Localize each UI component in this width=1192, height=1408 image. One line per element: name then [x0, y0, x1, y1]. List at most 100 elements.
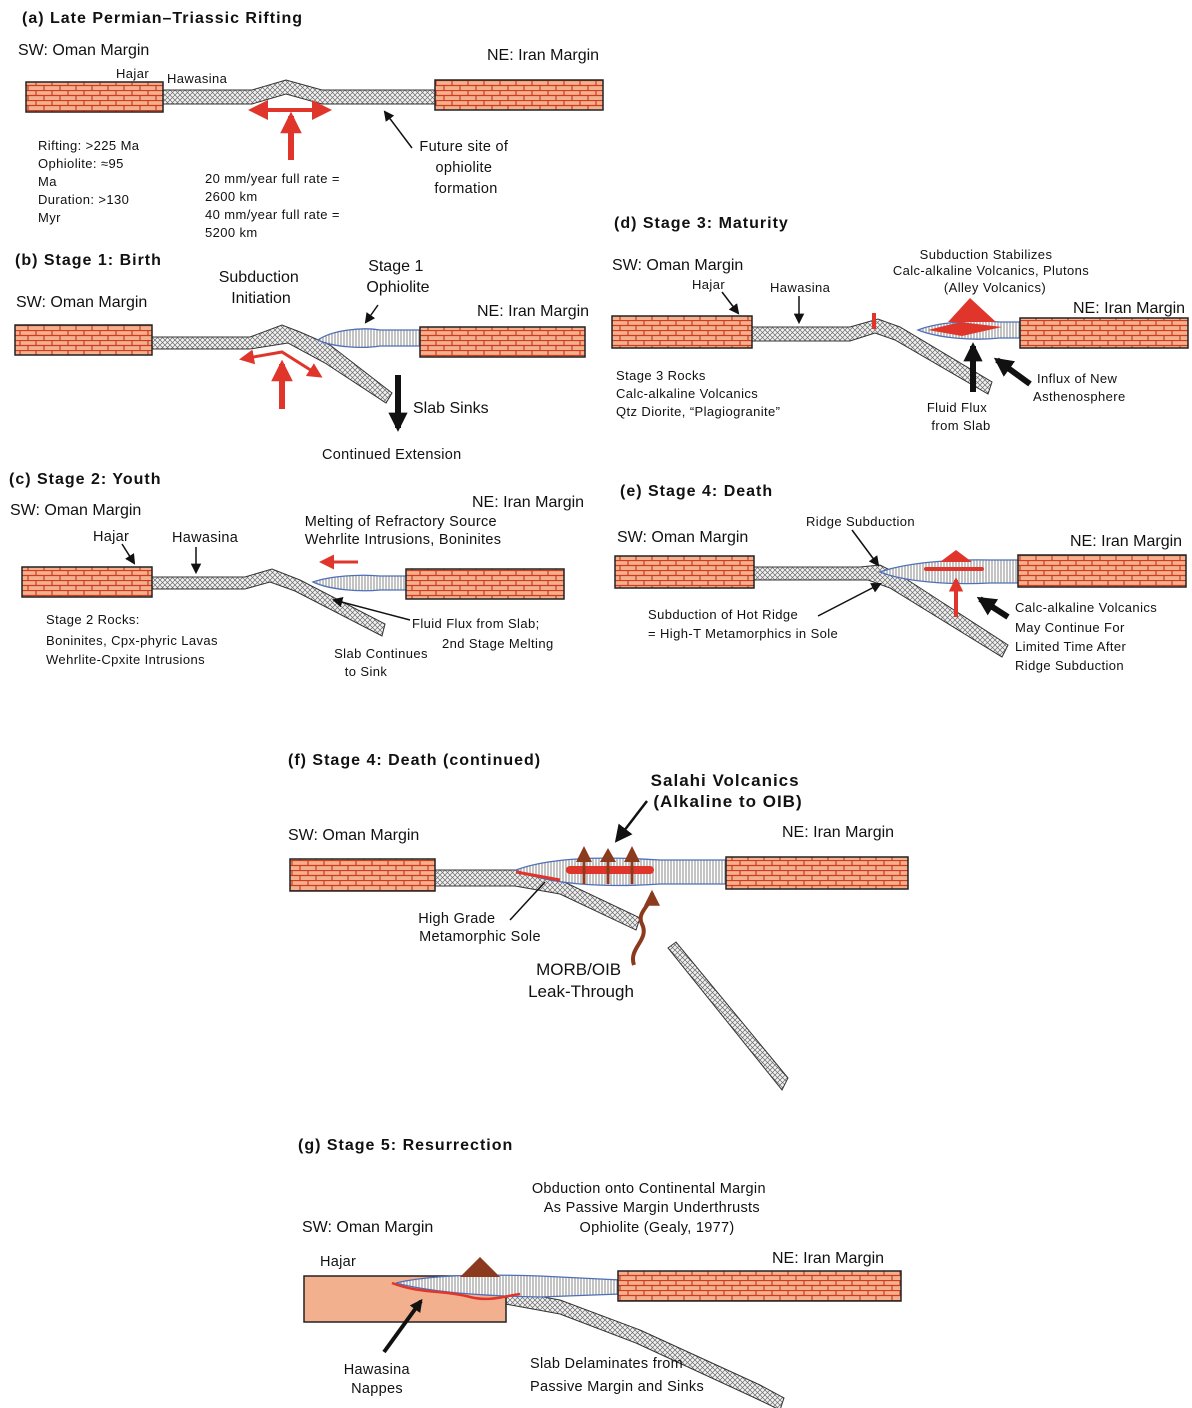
panel-g-seamount	[460, 1257, 500, 1277]
panel-c-iran-margin-block	[405, 568, 565, 600]
panel-e-hot-label: Subduction of Hot Ridge = High-T Metamor…	[648, 607, 838, 641]
panel-c-hajar-label: Hajar	[93, 529, 129, 545]
panel-d-hawasina-label: Hawasina	[770, 280, 831, 295]
panel-f-detached-slab	[667, 941, 789, 1091]
panel-g-delaminating-slab	[504, 1289, 785, 1408]
panel-f-morb-label: MORB/OIB Leak-Through	[528, 960, 634, 1001]
panel-f-metamorphic-sole	[515, 870, 561, 882]
panel-c-sw-label: SW: Oman Margin	[10, 502, 141, 519]
panel-e: (e) Stage 4: Death SW: Oman Margin NE: I…	[614, 483, 1187, 673]
panel-d-ne-label: NE: Iran Margin	[1073, 300, 1185, 317]
panel-b-iran-margin-block	[419, 326, 586, 358]
panel-b-sw-label: SW: Oman Margin	[16, 294, 147, 311]
panel-a-rates: 20 mm/year full rate = 2600 km 40 mm/yea…	[205, 171, 344, 240]
panel-d-sinking-slab	[751, 318, 993, 395]
panel-c-rocks-label: Stage 2 Rocks: Boninites, Cpx-phyric Lav…	[46, 612, 222, 667]
panel-g-hajar-label: Hajar	[320, 1254, 356, 1270]
panel-a-hajar-label: Hajar	[116, 66, 149, 81]
panel-f-leak-through-arrow	[630, 889, 660, 966]
panel-d-stabilizes-label: Subduction Stabilizes Calc-alkaline Volc…	[893, 247, 1093, 295]
panel-f: (f) Stage 4: Death (continued) SW: Oman …	[288, 752, 909, 1091]
panel-c: (c) Stage 2: Youth SW: Oman Margin NE: I…	[9, 471, 584, 679]
panel-d: (d) Stage 3: Maturity SW: Oman Margin NE…	[611, 215, 1189, 433]
panel-c-hajar-pointer	[121, 543, 136, 565]
panel-f-ne-label: NE: Iran Margin	[782, 824, 894, 841]
panel-d-influx-label: Influx of New Asthenosphere	[1033, 371, 1126, 404]
panel-d-hajar-pointer	[721, 291, 740, 315]
panel-b-stage1-pointer	[364, 304, 379, 324]
panel-c-fluid-pointer	[331, 597, 411, 621]
panel-a-future-site-pointer	[383, 110, 413, 149]
panel-d-trench-marker	[872, 313, 876, 329]
panel-b-stage1-label: Stage 1 Ophiolite	[366, 258, 429, 296]
panel-a-oman-margin-block	[25, 81, 164, 113]
panel-d-iran-margin-block	[1019, 317, 1189, 349]
panel-a-heading: (a) Late Permian–Triassic Rifting	[22, 10, 303, 27]
panel-d-heading: (d) Stage 3: Maturity	[614, 215, 789, 232]
panel-g-nappes-label: Hawasina Nappes	[344, 1362, 414, 1397]
panel-f-heading: (f) Stage 4: Death (continued)	[288, 752, 541, 769]
panel-e-heading: (e) Stage 4: Death	[620, 483, 773, 500]
panel-b-ophiolite-lens	[316, 328, 421, 348]
panel-c-ne-label: NE: Iran Margin	[472, 494, 584, 511]
panel-b-oman-margin-block	[14, 324, 153, 356]
panel-e-volcano	[940, 550, 972, 562]
panel-a: (a) Late Permian–Triassic Rifting SW: Om…	[18, 10, 604, 240]
panel-d-rocks-label: Stage 3 Rocks Calc-alkaline Volcanics Qt…	[616, 368, 780, 419]
panel-f-salahi-label: Salahi Volcanics (Alkaline to OIB)	[651, 771, 806, 811]
panel-g-iran-margin-block	[617, 1270, 902, 1302]
panel-b-subduction-label: Subduction Initiation	[219, 269, 304, 307]
panel-g-sole-line	[391, 1281, 521, 1301]
panel-g-nappes-arrow	[382, 1298, 423, 1354]
panel-g-obduction-label: Obduction onto Continental Margin As Pas…	[532, 1181, 770, 1236]
panel-a-hawasina-label: Hawasina	[167, 71, 228, 86]
panel-e-influx-arrow	[976, 596, 1010, 620]
panel-e-ridge-label: Ridge Subduction	[806, 514, 915, 529]
panel-e-magma-lens	[924, 567, 984, 571]
panel-f-sole-pointer	[509, 881, 546, 921]
panel-c-heading: (c) Stage 2: Youth	[9, 471, 162, 488]
panel-b-slab-label: Slab Sinks	[413, 400, 489, 417]
panel-d-pluton	[928, 322, 1002, 336]
panel-e-iran-margin-block	[1017, 554, 1187, 588]
panel-f-seamount-3	[624, 846, 640, 862]
panel-f-magma-lens	[566, 866, 654, 874]
panel-d-hajar-label: Hajar	[692, 277, 725, 292]
panel-d-oman-margin-block	[611, 315, 753, 349]
panel-c-fluid-label: Fluid Flux from Slab; 2nd Stage Melting	[412, 616, 554, 651]
panel-a-ne-label: NE: Iran Margin	[487, 47, 599, 64]
panel-c-sinking-slab	[151, 568, 386, 637]
panel-b-extension-arrow	[239, 349, 323, 378]
panel-e-ridge-pointer	[851, 529, 880, 567]
panel-d-fluid-label: Fluid Flux from Slab	[927, 400, 991, 433]
panel-e-oman-margin-block	[614, 555, 755, 589]
panel-f-iran-margin-block	[725, 856, 909, 890]
panel-g: (g) Stage 5: Resurrection SW: Oman Margi…	[298, 1137, 902, 1408]
panel-d-influx-arrow	[993, 357, 1032, 387]
panel-f-sw-label: SW: Oman Margin	[288, 827, 419, 844]
panel-a-stats: Rifting: >225 Ma Ophiolite: ≈95 Ma Durat…	[38, 138, 143, 225]
panel-e-sw-label: SW: Oman Margin	[617, 529, 748, 546]
panel-f-salahi-pointer	[614, 800, 648, 843]
panel-g-sw-label: SW: Oman Margin	[302, 1219, 433, 1236]
panel-f-seamount-1	[576, 846, 592, 862]
panel-g-delam-label: Slab Delaminates from Passive Margin and…	[530, 1356, 704, 1395]
panel-b-continued-label: Continued Extension	[322, 447, 462, 463]
panel-b-sinking-slab	[151, 324, 393, 404]
panel-b-ne-label: NE: Iran Margin	[477, 303, 589, 320]
panel-g-heading: (g) Stage 5: Resurrection	[298, 1137, 513, 1154]
panel-f-sole-label: High Grade Metamorphic Sole	[418, 911, 541, 945]
panel-f-oman-margin-block	[289, 858, 436, 892]
panel-c-ophiolite-lens	[311, 574, 407, 592]
panel-b-heading: (b) Stage 1: Birth	[15, 252, 162, 269]
panel-b: (b) Stage 1: Birth SW: Oman Margin NE: I…	[14, 252, 589, 463]
panel-f-seamount-2	[600, 848, 616, 862]
panel-c-hawasina-label: Hawasina	[172, 530, 239, 546]
panel-c-melting-label: Melting of Refractory Source Wehrlite In…	[305, 514, 502, 548]
panel-a-sw-label: SW: Oman Margin	[18, 42, 149, 59]
panel-c-oman-margin-block	[21, 566, 153, 598]
panel-e-hot-pointer	[817, 583, 882, 617]
panel-g-ne-label: NE: Iran Margin	[772, 1250, 884, 1267]
panel-a-future-site-label: Future site of ophiolite formation	[419, 139, 512, 197]
